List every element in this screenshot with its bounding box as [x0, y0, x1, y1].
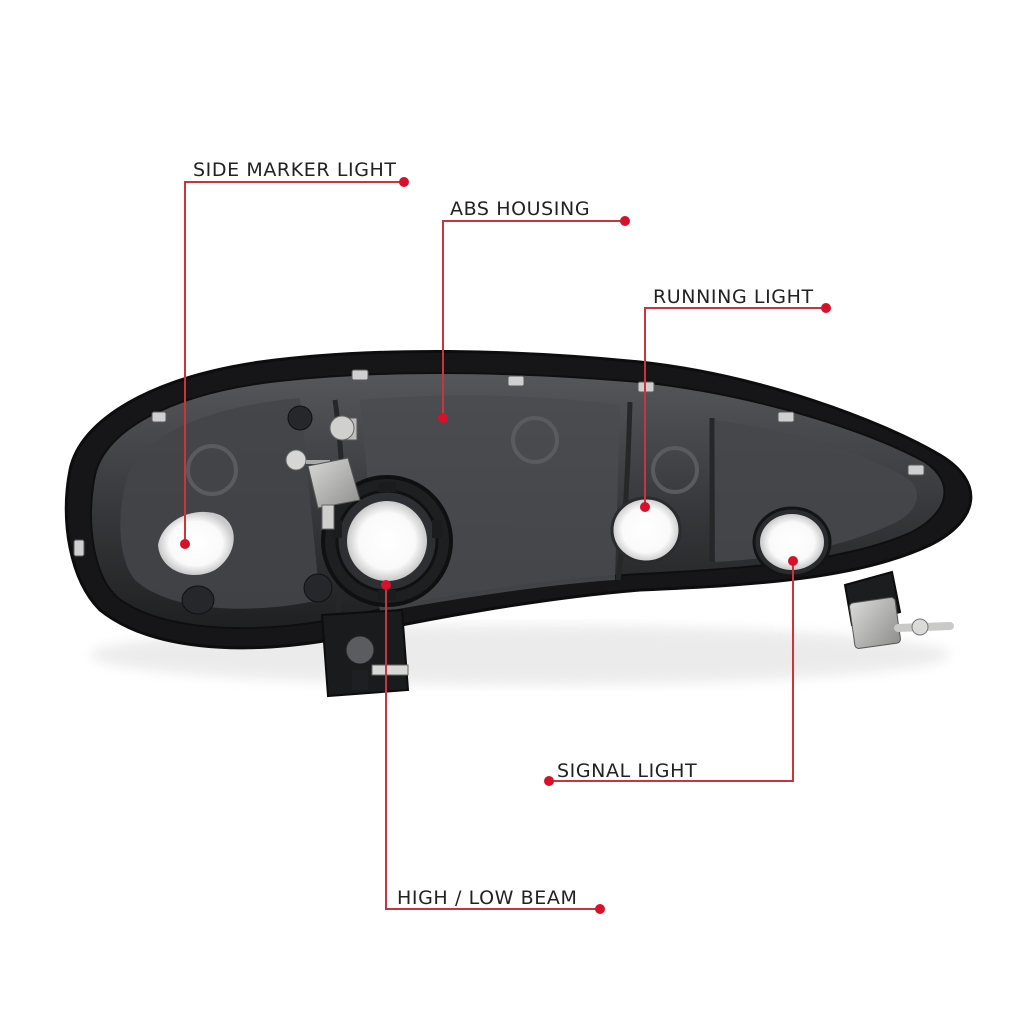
dot-side-marker-end	[399, 177, 409, 187]
dot-running-end	[821, 303, 831, 313]
material-mark-center	[511, 416, 559, 464]
top-wire-connector	[285, 415, 361, 530]
label-running-light: RUNNING LIGHT	[653, 286, 814, 308]
label-side-marker-light: SIDE MARKER LIGHT	[193, 159, 397, 181]
right-adjuster-connector	[843, 570, 954, 649]
callout-lines	[184, 181, 826, 910]
dot-side-marker-start	[180, 539, 190, 549]
dot-signal-start	[788, 556, 798, 566]
line-signal-light	[549, 563, 794, 782]
dot-beam-start	[381, 580, 391, 590]
dot-abs-start	[438, 413, 448, 423]
label-abs-housing: ABS HOUSING	[450, 198, 591, 220]
signal-light-socket	[752, 506, 832, 578]
mounting-clips	[73, 369, 925, 557]
material-mark-left	[186, 444, 238, 496]
dot-abs-end	[620, 216, 630, 226]
line-high-low-beam	[385, 585, 600, 910]
dot-running-start	[640, 502, 650, 512]
bottom-mounting-tab	[320, 608, 410, 698]
line-running-light	[644, 307, 826, 505]
line-side-marker	[184, 181, 404, 542]
material-mark-right	[651, 446, 699, 494]
dot-beam-end	[595, 904, 605, 914]
label-signal-light: SIGNAL LIGHT	[557, 760, 698, 782]
side-marker-socket	[158, 511, 234, 576]
label-high-low-beam: HIGH / LOW BEAM	[397, 887, 578, 909]
dot-signal-end	[544, 776, 554, 786]
line-abs-housing	[442, 220, 625, 418]
callout-dots	[180, 177, 831, 914]
high-low-beam-socket	[321, 475, 453, 607]
adjuster-knobs	[181, 405, 333, 615]
